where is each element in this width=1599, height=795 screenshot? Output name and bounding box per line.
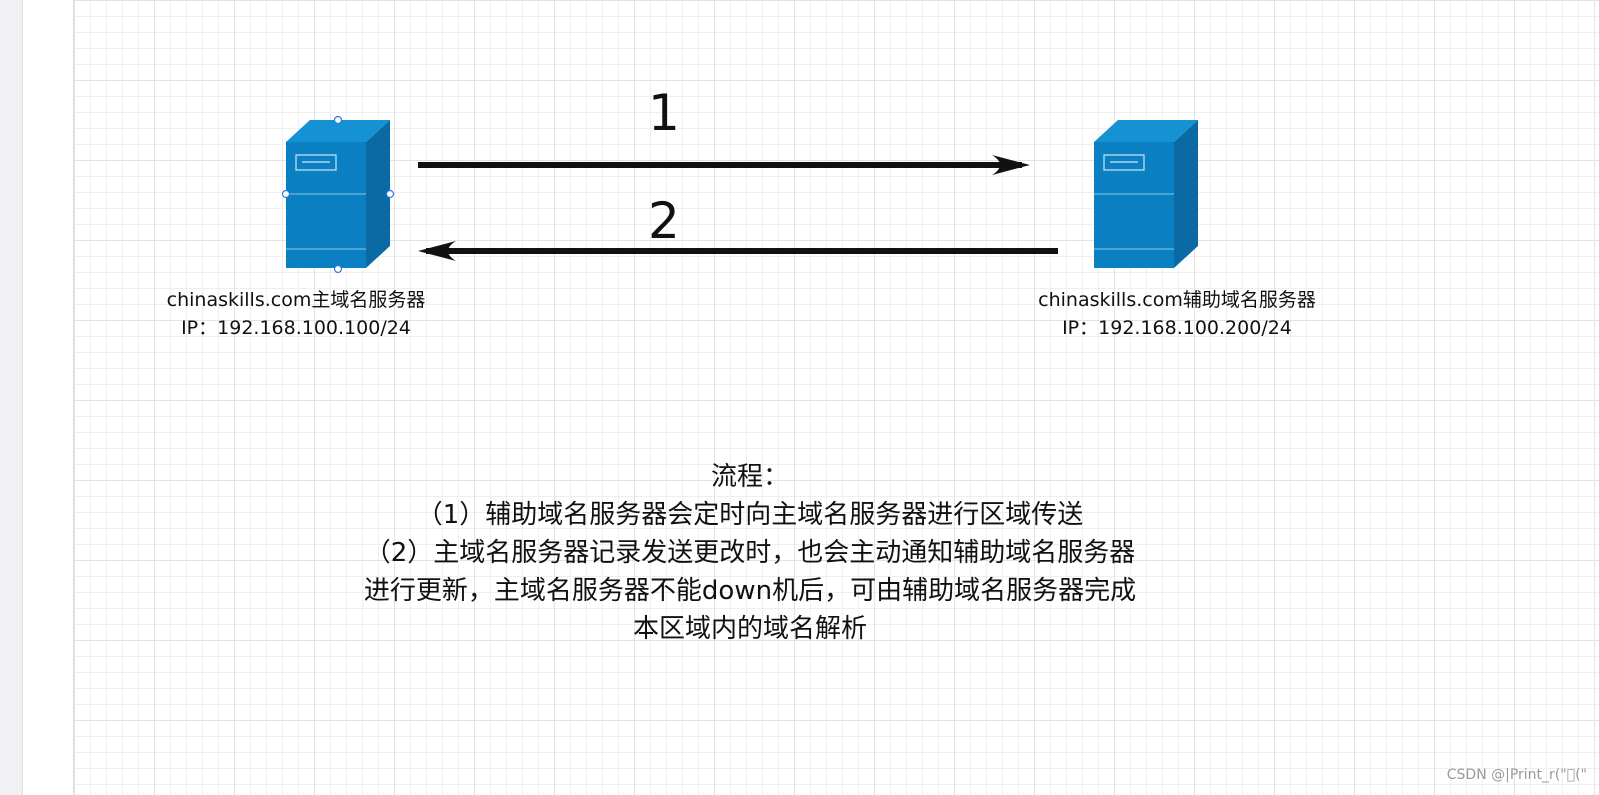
arrow-1[interactable] (418, 155, 1030, 175)
arrow-1-head (992, 155, 1030, 175)
primary-server-name: chinaskills.com主域名服务器 (166, 289, 426, 311)
flow-line-1: （1）辅助域名服务器会定时向主域名服务器进行区域传送 (416, 500, 1084, 530)
server-front-face (1094, 142, 1174, 268)
server-top-face (286, 120, 390, 142)
primary-server-icon[interactable] (280, 112, 398, 277)
selection-handle[interactable] (385, 189, 395, 199)
arrow-1-label: 1 (648, 84, 680, 142)
primary-server-ip: IP：192.168.100.100/24 (181, 317, 411, 339)
flow-line-3: 进行更新，主域名服务器不能down机后，可由辅助域名服务器完成 (363, 576, 1137, 606)
server-top-face (1094, 120, 1198, 142)
secondary-server-label: chinaskills.com辅助域名服务器 IP：192.168.100.20… (1012, 286, 1342, 342)
arrow-2[interactable] (418, 241, 1058, 261)
server-drive-slot (1103, 154, 1145, 171)
csdn-watermark: CSDN @|Print_r(" (" (1446, 767, 1587, 783)
server-front-face (286, 142, 366, 268)
secondary-server-name: chinaskills.com辅助域名服务器 (1038, 289, 1316, 311)
left-gutter (0, 0, 22, 795)
server-side-face (366, 120, 390, 268)
server-side-face (1174, 120, 1198, 268)
secondary-server-icon[interactable] (1088, 112, 1206, 277)
server-drive-slot (295, 154, 337, 171)
selection-handle[interactable] (333, 115, 343, 125)
selection-handle[interactable] (333, 264, 343, 274)
primary-server-label: chinaskills.com主域名服务器 IP：192.168.100.100… (146, 286, 446, 342)
selection-handle[interactable] (281, 189, 291, 199)
flow-title: 流程： (710, 462, 789, 492)
arrow-2-label: 2 (648, 192, 680, 250)
flow-line-2: （2）主域名服务器记录发送更改时，也会主动通知辅助域名服务器 (364, 538, 1136, 568)
gutter-divider (22, 0, 23, 795)
secondary-server-ip: IP：192.168.100.200/24 (1062, 317, 1292, 339)
flow-description: 流程： （1）辅助域名服务器会定时向主域名服务器进行区域传送 （2）主域名服务器… (250, 458, 1250, 648)
flow-line-4: 本区域内的域名解析 (632, 614, 867, 644)
arrow-2-head (418, 241, 456, 261)
